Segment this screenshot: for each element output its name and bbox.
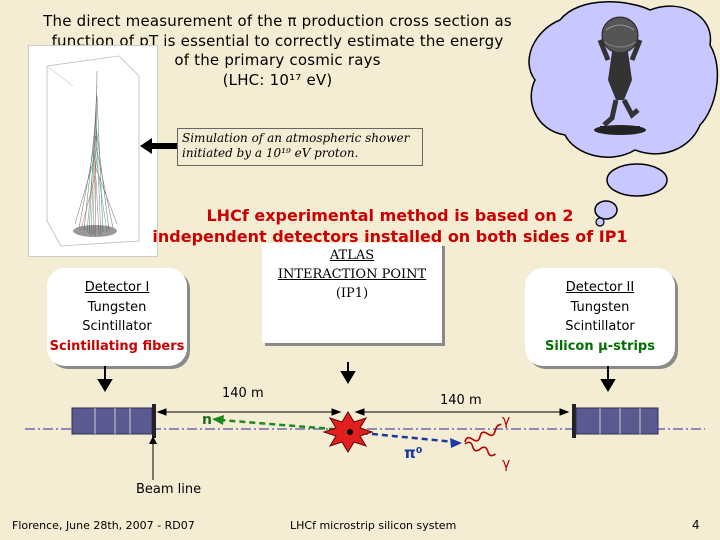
footer-event: Florence, June 28th, 2007 - RD07 — [12, 519, 195, 532]
atlas-label: (IP1) — [335, 286, 369, 301]
simulation-caption: Simulation of an atmospheric shower init… — [177, 128, 423, 166]
title-line: of the primary cosmic rays — [174, 51, 381, 69]
page-number: 4 — [692, 518, 700, 532]
atlas-label: ATLAS — [329, 248, 375, 263]
method-headline: LHCf experimental method is based on 2 i… — [140, 205, 640, 247]
caption-line: Simulation of an atmospheric shower — [182, 131, 410, 145]
detector1-tech: Scintillating fibers — [49, 338, 185, 354]
method-line: independent detectors installed on both … — [152, 227, 628, 246]
shower-graphic — [46, 55, 140, 247]
gamma-wave — [464, 423, 502, 443]
detector2-material: Scintillator — [565, 319, 635, 334]
detector1-name: Detector I — [84, 280, 150, 295]
detector1-box: Detector I Tungsten Scintillator Scintil… — [47, 268, 187, 366]
footer-topic: LHCf microstrip silicon system — [290, 519, 457, 532]
beamline-diagram — [25, 362, 705, 480]
title-line: (LHC: 10¹⁷ eV) — [222, 70, 333, 89]
right-detector-icon — [572, 404, 659, 438]
title-line: function of pT is essential to correctly… — [51, 31, 504, 50]
gamma-label: γ — [502, 413, 511, 429]
thought-bubble — [528, 1, 719, 227]
neutron-track — [219, 418, 346, 432]
gamma-wave — [464, 441, 496, 457]
distance-label-left: 140 m — [222, 386, 264, 401]
detector2-material: Tungsten — [570, 299, 630, 315]
atlas-statue-icon — [594, 16, 646, 135]
detector1-material: Tungsten — [87, 299, 147, 315]
beam-line-label: Beam line — [136, 482, 202, 497]
pi0-track — [351, 430, 456, 444]
atlas-label: INTERACTION POINT — [277, 267, 427, 282]
detector1-material: Scintillator — [82, 319, 152, 334]
distance-label-right: 140 m — [440, 393, 482, 408]
caption-line: initiated by a 10¹⁹ eV proton. — [182, 146, 359, 160]
slide-title: The direct measurement of the π producti… — [10, 12, 545, 90]
distance-arrows — [156, 408, 570, 416]
title-line: The direct measurement of the π producti… — [43, 12, 512, 30]
atlas-box: ATLAS INTERACTION POINT (IP1) — [262, 243, 442, 343]
down-arrows — [97, 362, 616, 392]
detector2-name: Detector II — [565, 280, 635, 295]
left-arrow — [140, 138, 180, 154]
method-line: LHCf experimental method is based on 2 — [206, 206, 574, 225]
detector2-tech: Silicon μ-strips — [545, 338, 655, 354]
shower-simulation-image — [28, 45, 158, 257]
neutron-label: n — [202, 412, 212, 428]
gamma-label: γ — [502, 456, 511, 472]
pi0-label: π⁰ — [404, 444, 423, 462]
left-detector-icon — [71, 404, 156, 438]
detector2-box: Detector II Tungsten Scintillator Silico… — [525, 268, 675, 366]
